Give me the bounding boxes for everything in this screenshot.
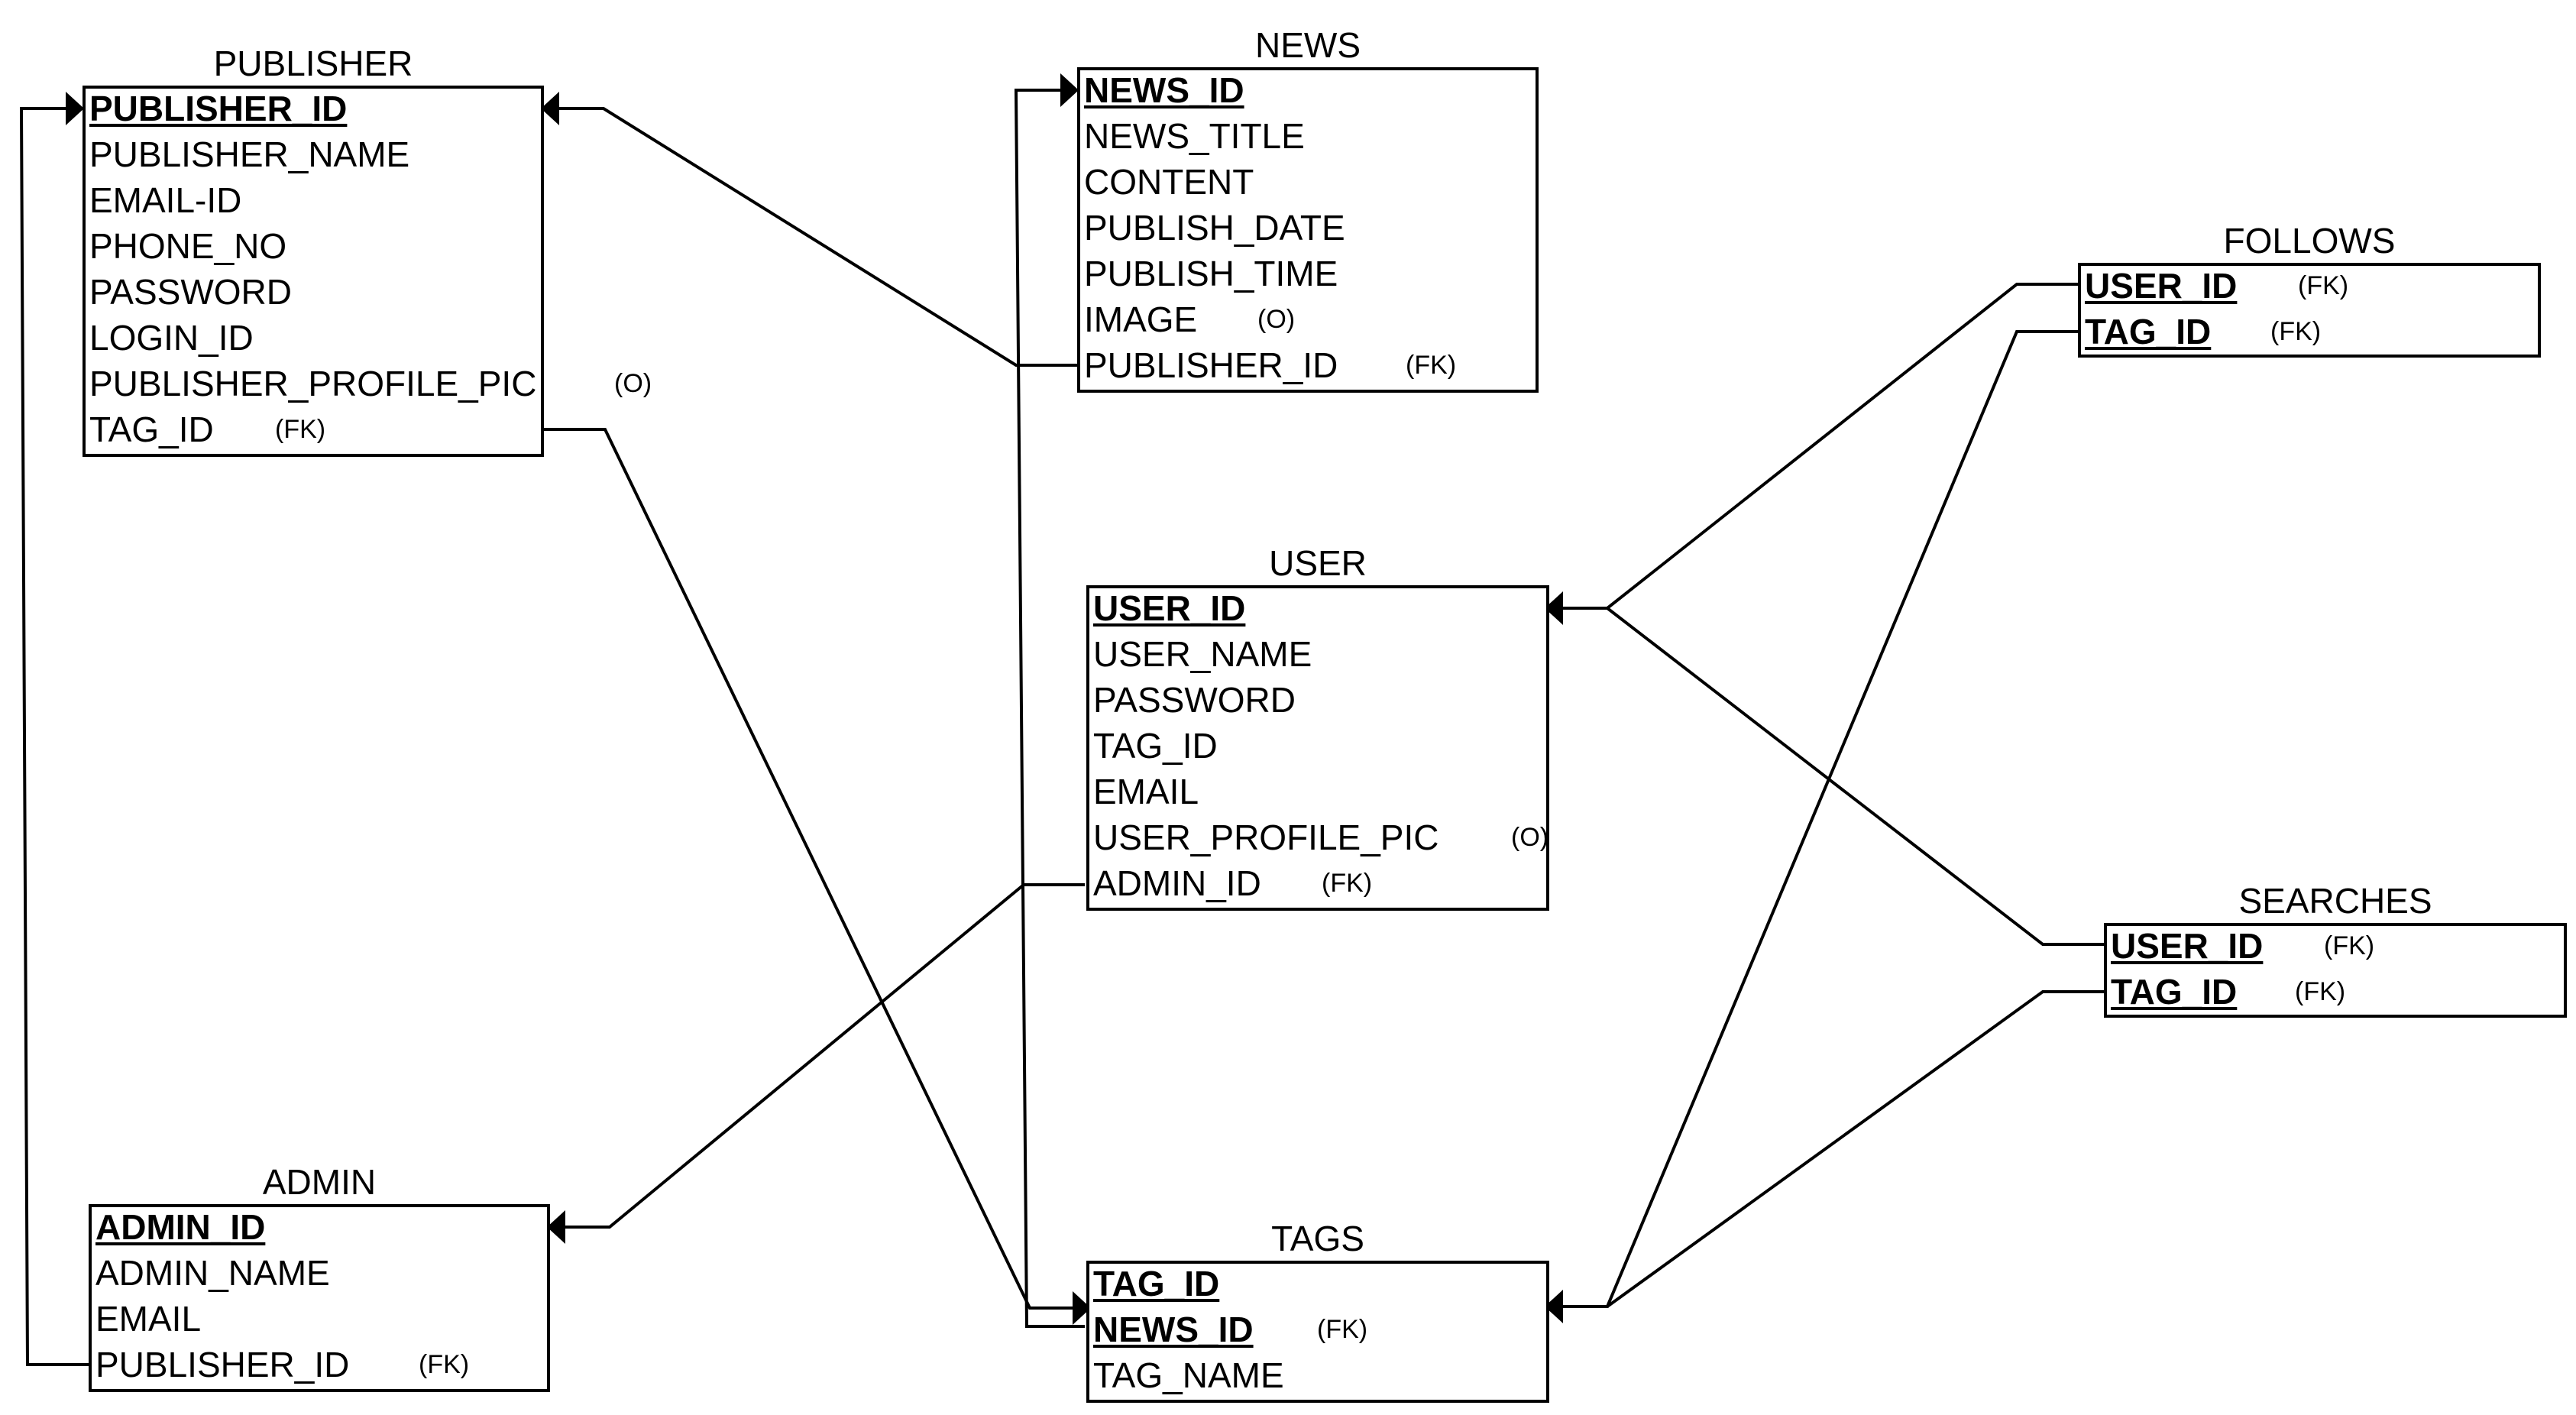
arrowhead-user-from-relations — [1545, 591, 1563, 625]
attribute-row: TAG_ID — [2111, 972, 2238, 1012]
entity-follows: FOLLOWS USER_ID TAG_ID (FK) (FK) — [2078, 222, 2541, 358]
attribute-row: EMAIL — [95, 1299, 202, 1339]
arrowhead-news-from-tags — [1060, 73, 1079, 107]
attribute-row: EMAIL-ID — [89, 180, 242, 220]
entity-title: SEARCHES — [2238, 881, 2432, 921]
attribute-tag: (FK) — [419, 1350, 470, 1379]
entity-title: ADMIN — [262, 1162, 377, 1202]
attribute-row: EMAIL — [1093, 772, 1199, 811]
attribute-row: CONTENT — [1084, 162, 1254, 202]
connector-publisher-tags — [544, 428, 1085, 1310]
attribute-tag: (FK) — [2295, 977, 2346, 1006]
connector-admin-publisher — [19, 107, 89, 1366]
entity-title: FOLLOWS — [2223, 221, 2396, 261]
attribute-tag: (FK) — [1317, 1315, 1368, 1344]
attribute-row: TAG_ID — [89, 410, 214, 449]
attribute-tag: (FK) — [1322, 869, 1373, 898]
attribute-row: PUBLISH_TIME — [1084, 254, 1338, 293]
arrowhead-publisher-from-admin — [66, 92, 84, 125]
attribute-row: PHONE_NO — [89, 226, 287, 266]
entity-box — [83, 86, 544, 457]
attribute-row: TAG_ID — [1093, 726, 1218, 766]
attribute-row: PUBLISHER_ID — [95, 1345, 350, 1384]
attribute-tag: (FK) — [1406, 351, 1457, 380]
entity-box — [89, 1204, 550, 1392]
entity-tags: TAGS TAG_ID NEWS_ID TAG_NAME (FK) — [1086, 1219, 1549, 1403]
entity-box — [2078, 263, 2541, 358]
arrowhead-tags-from-relations — [1545, 1290, 1563, 1323]
entity-user: USER USER_ID USER_NAME PASSWORD TAG_ID E… — [1086, 544, 1549, 911]
connector-searches-tags — [1606, 990, 2104, 1308]
attribute-row: PASSWORD — [1093, 680, 1296, 720]
attribute-row: USER_ID — [1093, 588, 1246, 628]
attribute-tag: (O) — [1511, 823, 1549, 852]
attribute-tag: (FK) — [2270, 317, 2322, 346]
attribute-row: PASSWORD — [89, 272, 292, 312]
connector-follows-tags — [1552, 330, 2078, 1308]
attribute-row: USER_NAME — [1093, 634, 1312, 674]
entity-admin: ADMIN ADMIN_ID ADMIN_NAME EMAIL PUBLISHE… — [89, 1163, 550, 1392]
attribute-row: USER_PROFILE_PIC — [1093, 818, 1439, 857]
attribute-row: NEWS_ID — [1093, 1310, 1254, 1349]
arrowhead-tags-from-publisher — [1073, 1291, 1091, 1325]
connector-news-publisher — [549, 107, 1077, 367]
attribute-row: PUBLISHER_NAME — [89, 134, 410, 174]
connector-follows-user — [1552, 283, 2078, 610]
attribute-tag: (FK) — [2298, 271, 2349, 300]
entity-box — [1086, 1261, 1549, 1403]
entity-title: NEWS — [1255, 25, 1361, 65]
entity-searches: SEARCHES USER_ID TAG_ID (FK) (FK) — [2104, 882, 2567, 1018]
attribute-row: PUBLISH_DATE — [1084, 208, 1345, 248]
attribute-row: NEWS_TITLE — [1084, 116, 1305, 156]
attribute-row: ADMIN_ID — [95, 1207, 266, 1247]
attribute-row: ADMIN_ID — [1093, 863, 1261, 903]
attribute-tag: (FK) — [2324, 931, 2375, 960]
arrowhead-publisher-from-news — [541, 92, 559, 125]
attribute-row: TAG_ID — [1093, 1264, 1220, 1303]
attribute-row: PUBLISHER_PROFILE_PIC — [89, 364, 537, 403]
attribute-row: PUBLISHER_ID — [1084, 345, 1338, 385]
connector-user-admin — [555, 883, 1085, 1229]
attribute-row: IMAGE — [1084, 300, 1198, 339]
attribute-row: PUBLISHER_ID — [89, 89, 348, 128]
attribute-row: LOGIN_ID — [89, 318, 254, 358]
attribute-row: TAG_ID — [2085, 312, 2212, 351]
entity-title: PUBLISHER — [213, 44, 413, 83]
attribute-row: USER_ID — [2085, 266, 2238, 306]
entity-box — [2104, 923, 2567, 1018]
attribute-tag: (O) — [614, 369, 652, 398]
attribute-row: NEWS_ID — [1084, 70, 1244, 110]
attribute-row: TAG_NAME — [1093, 1355, 1284, 1395]
entity-news: NEWS NEWS_ID NEWS_TITLE CONTENT PUBLISH_… — [1077, 26, 1539, 393]
attribute-tag: (FK) — [275, 415, 326, 444]
entity-title: TAGS — [1271, 1219, 1364, 1258]
entity-publisher: PUBLISHER PUBLISHER_ID PUBLISHER_NAME EM… — [83, 44, 652, 457]
entity-title: USER — [1269, 543, 1367, 583]
connector-searches-user — [1606, 607, 2104, 946]
entity-box — [1077, 67, 1539, 393]
attribute-row: ADMIN_NAME — [95, 1253, 330, 1293]
attribute-tag: (O) — [1257, 305, 1296, 334]
attribute-row: USER_ID — [2111, 926, 2264, 966]
connector-tags-news — [1014, 89, 1085, 1328]
arrowhead-admin-from-user — [547, 1210, 565, 1244]
entity-box — [1086, 585, 1549, 911]
